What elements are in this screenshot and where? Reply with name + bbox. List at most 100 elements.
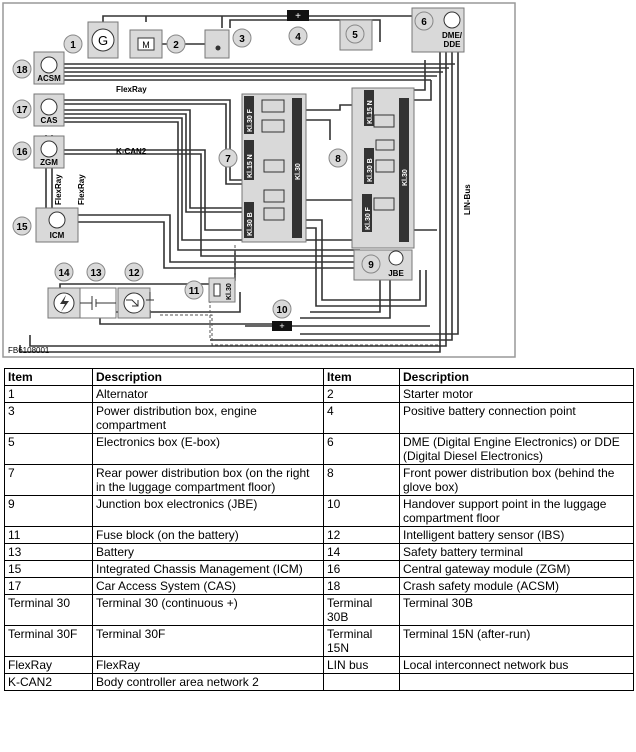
header-description-2: Description xyxy=(399,368,634,386)
fuse-block-terminal: Kl.30 xyxy=(226,283,233,300)
battery-plus-glyph: + xyxy=(295,11,301,22)
callout-14: 14 xyxy=(54,262,74,282)
item-description: Power distribution box, engine compartme… xyxy=(92,402,324,434)
svg-text:6: 6 xyxy=(421,17,427,28)
item-number: 4 xyxy=(323,402,400,434)
battery-connection-point xyxy=(287,10,309,21)
item-number: 18 xyxy=(323,577,400,595)
svg-text:Kl.15 N: Kl.15 N xyxy=(367,100,374,124)
icm-icon xyxy=(48,211,66,229)
item-description: Terminal 30F xyxy=(92,625,324,657)
svg-text:2: 2 xyxy=(173,40,179,51)
svg-text:5: 5 xyxy=(352,30,358,41)
item-number: K-CAN2 xyxy=(4,673,93,691)
item-description: Battery xyxy=(92,543,324,561)
fuse-block-box xyxy=(208,277,236,303)
svg-text:10: 10 xyxy=(276,305,288,316)
acsm-icon xyxy=(40,56,58,74)
starter-motor-icon xyxy=(137,37,155,51)
bus-labels: FlexRay K-CAN2 FlexRay FlexRay LIN-Bus xyxy=(54,85,472,215)
item-description: Safety battery terminal xyxy=(399,543,634,561)
linbus-label: LIN-Bus xyxy=(463,184,472,215)
item-description: Intelligent battery sensor (IBS) xyxy=(399,526,634,544)
svg-text:Kl.30 F: Kl.30 F xyxy=(247,108,254,132)
item-description: Starter motor xyxy=(399,385,634,403)
callout-8: 8 xyxy=(328,148,348,168)
icm-label: ICM xyxy=(50,231,65,240)
legend-header-row: Item Description Item Description xyxy=(4,368,634,386)
dashed-lines xyxy=(160,245,440,346)
svg-text:Kl.15 N: Kl.15 N xyxy=(247,154,254,178)
rear-pdb-relays xyxy=(261,99,285,221)
svg-text:14: 14 xyxy=(58,268,70,279)
callout-15: 15 xyxy=(12,216,32,236)
rear-pdb-bar xyxy=(292,98,302,238)
item-number: Terminal 15N xyxy=(323,625,400,657)
item-description: Local interconnect network bus xyxy=(399,656,634,674)
callout-13: 13 xyxy=(86,262,106,282)
callout-5: 5 xyxy=(345,24,365,44)
wiring-diagram: G M + DME/DDE ACSM CAS ZGM ICM Kl.30 F K… xyxy=(2,2,516,358)
item-number: Terminal 30F xyxy=(4,625,93,657)
item-number: 11 xyxy=(4,526,93,544)
item-number: 17 xyxy=(4,577,93,595)
front-pdb-relays xyxy=(373,114,395,211)
header-item-2: Item xyxy=(323,368,400,386)
ground-icon xyxy=(146,292,154,301)
item-number: 12 xyxy=(323,526,400,544)
callout-3: 3 xyxy=(232,28,252,48)
item-number: 5 xyxy=(4,433,93,465)
header-item-1: Item xyxy=(4,368,93,386)
ibs-symbol-icon xyxy=(126,299,139,307)
handover-point xyxy=(272,321,292,331)
svg-text:11: 11 xyxy=(189,286,200,297)
item-number: LIN bus xyxy=(323,656,400,674)
svg-text:Kl.30 B: Kl.30 B xyxy=(367,158,374,182)
callout-7: 7 xyxy=(218,148,238,168)
svg-text:16: 16 xyxy=(16,147,28,158)
callout-16: 16 xyxy=(12,141,32,161)
item-description: Terminal 30 (continuous +) xyxy=(92,594,324,626)
item-description: DME (Digital Engine Electronics) or DDE … xyxy=(399,433,634,465)
flexray-top-label: FlexRay xyxy=(116,85,147,94)
svg-text:12: 12 xyxy=(128,268,140,279)
figure-id: FB6108001 xyxy=(8,346,50,355)
callout-11: 11 xyxy=(184,280,204,300)
zgm-label: ZGM xyxy=(40,158,58,167)
item-description: Crash safety module (ACSM) xyxy=(399,577,634,595)
item-number: 16 xyxy=(323,560,400,578)
svg-text:17: 17 xyxy=(16,105,28,116)
svg-text:Kl.30: Kl.30 xyxy=(402,169,409,186)
svg-text:Kl.30 F: Kl.30 F xyxy=(365,206,372,230)
callouts: 1 2 3 4 5 6 7 8 9 10 11 12 13 14 15 16 1… xyxy=(12,11,434,319)
item-description: Positive battery connection point xyxy=(399,402,634,434)
item-description: FlexRay xyxy=(92,656,324,674)
item-description: Fuse block (on the battery) xyxy=(92,526,324,544)
svg-text:7: 7 xyxy=(225,154,231,165)
jbe-icon xyxy=(388,250,404,266)
item-number: 9 xyxy=(4,495,93,527)
item-number: 13 xyxy=(4,543,93,561)
fuse-icon xyxy=(213,283,221,297)
callout-18: 18 xyxy=(12,59,32,79)
svg-text:4: 4 xyxy=(295,32,301,43)
item-number: 15 xyxy=(4,560,93,578)
alternator-glyph: G xyxy=(98,33,108,48)
starter-glyph: M xyxy=(142,40,150,50)
svg-text:1: 1 xyxy=(70,40,76,51)
callout-6: 6 xyxy=(414,11,434,31)
svg-text:Kl.30 B: Kl.30 B xyxy=(247,212,254,236)
cas-label: CAS xyxy=(41,116,59,125)
